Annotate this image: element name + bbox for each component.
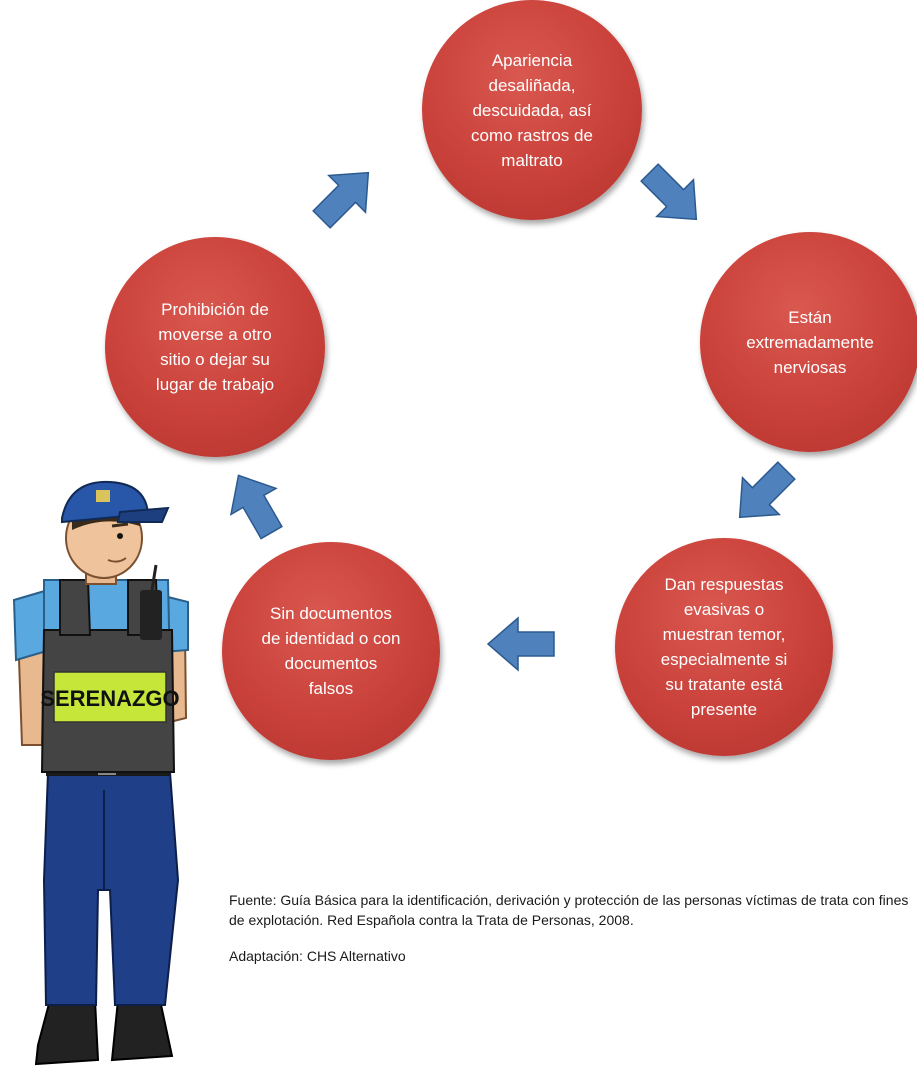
- security-guard-illustration: SERENAZGO: [0, 460, 240, 1076]
- node-no-documents-text: Sin documentos de identidad o con docume…: [261, 604, 401, 698]
- arrow-left-to-top-icon: [303, 154, 386, 237]
- node-nervous: Están extremadamente nerviosas: [700, 232, 917, 452]
- arrow-bottom-right-to-bottom-left-icon: [486, 616, 555, 672]
- arrow-top-to-right-icon: [631, 154, 714, 237]
- node-evasive-answers-text: Dan respuestas evasivas o muestran temor…: [660, 575, 788, 719]
- node-nervous-text: Están extremadamente nerviosas: [746, 307, 874, 377]
- node-appearance: Apariencia desaliñada, descuidada, así c…: [422, 0, 642, 220]
- source-line: Fuente: Guía Básica para la identificaci…: [229, 892, 909, 928]
- source-citation: Fuente: Guía Básica para la identificaci…: [229, 890, 917, 966]
- node-movement-prohibition: Prohibición de moverse a otro sitio o de…: [105, 237, 325, 457]
- adaptation-line: Adaptación: CHS Alternativo: [229, 948, 406, 964]
- arrow-bottom-left-to-left-icon: [216, 462, 294, 545]
- node-appearance-text: Apariencia desaliñada, descuidada, así c…: [471, 50, 593, 170]
- node-evasive-answers: Dan respuestas evasivas o muestran temor…: [615, 538, 833, 756]
- arrow-right-to-bottom-right-icon: [721, 452, 804, 535]
- node-movement-prohibition-text: Prohibición de moverse a otro sitio o de…: [155, 300, 275, 394]
- vest-label: SERENAZGO: [40, 686, 179, 711]
- node-no-documents: Sin documentos de identidad o con docume…: [222, 542, 440, 760]
